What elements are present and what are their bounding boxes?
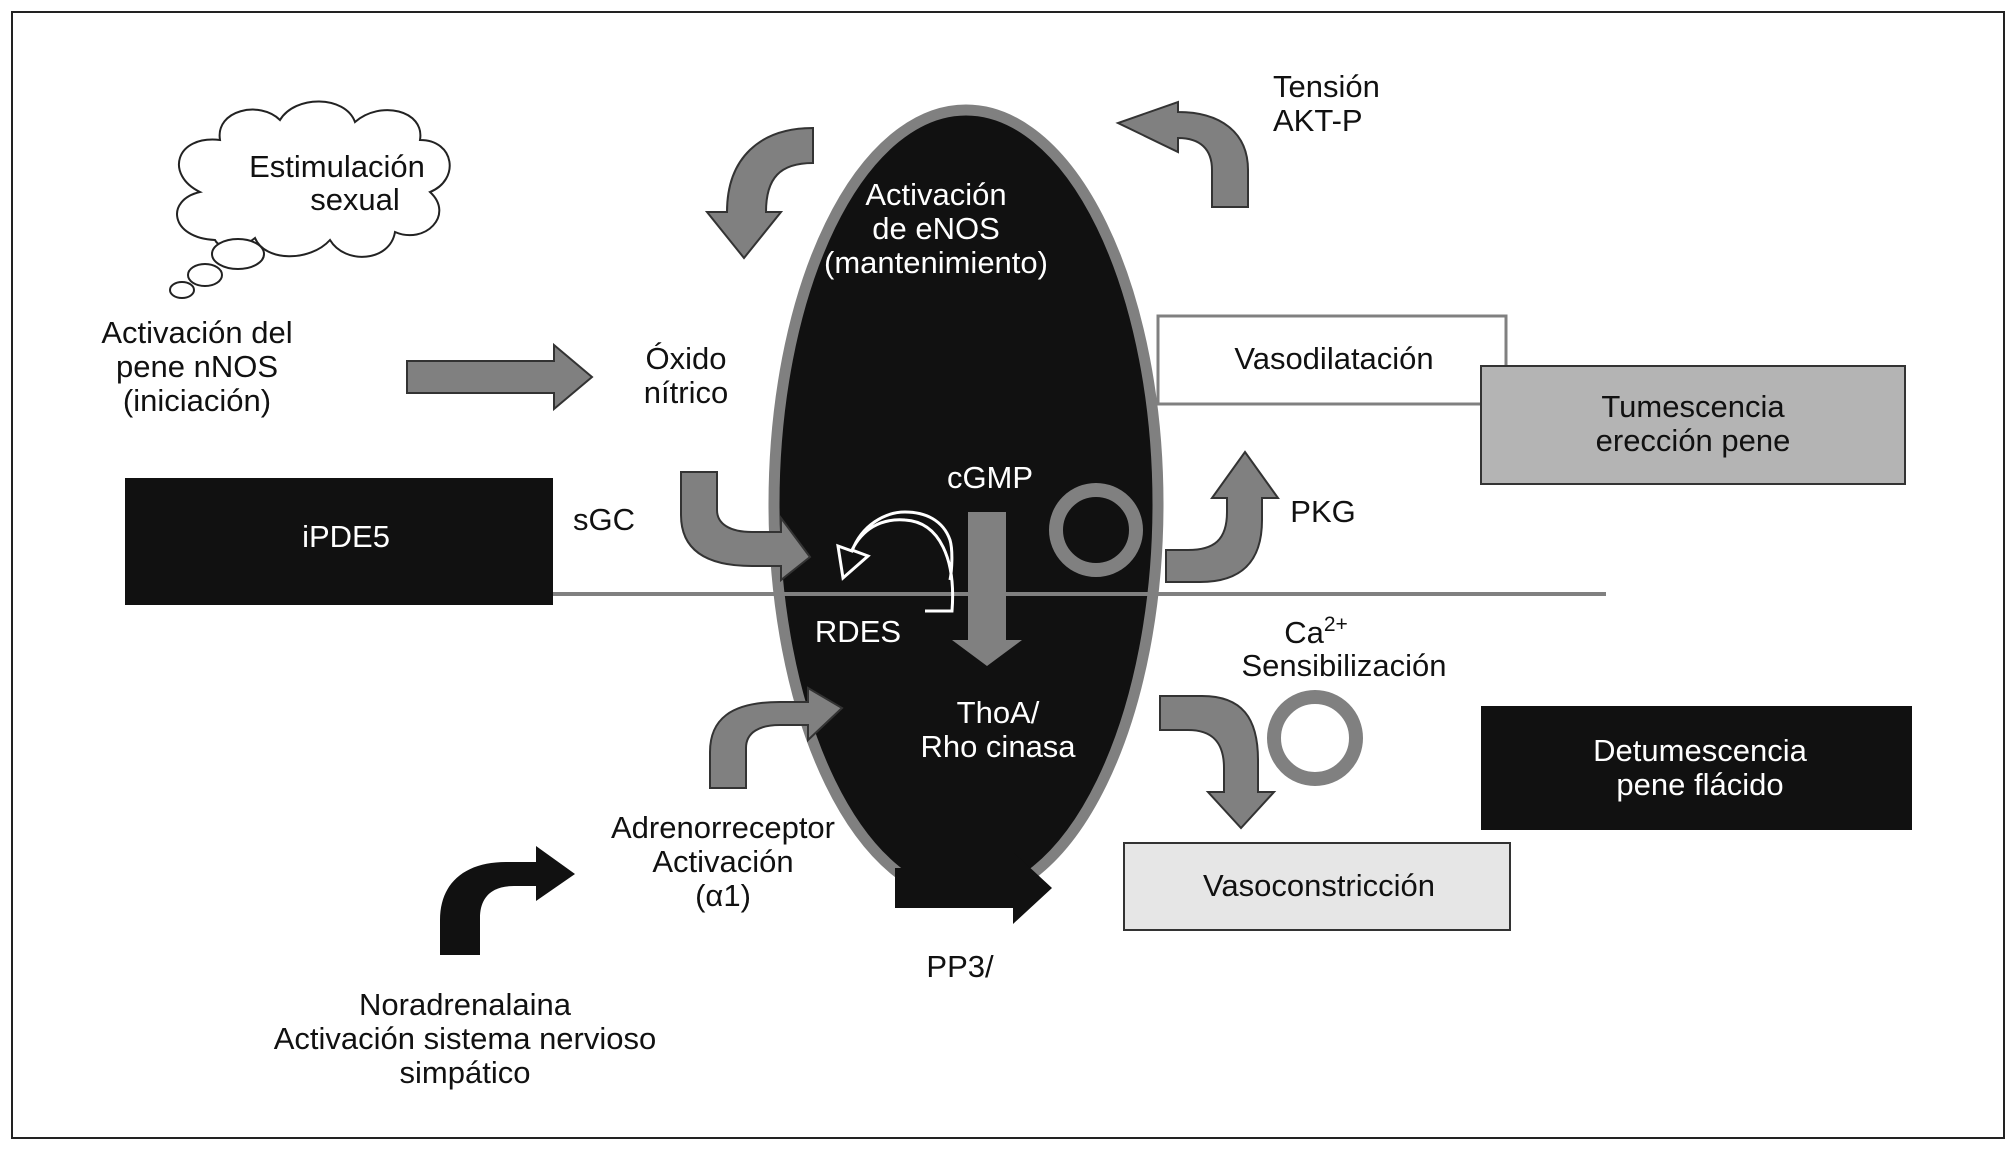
arrow-right-pp3: [895, 852, 1052, 924]
label-activacion-pene-1: Activación del: [101, 315, 292, 350]
ipde5-box: [125, 478, 553, 605]
label-adreno-1: Adrenorreceptor: [611, 810, 835, 845]
thought-cloud: [169, 100, 451, 299]
label-activacion-pene-2: pene nNOS: [116, 349, 278, 384]
arrow-curved-pkg: [1165, 450, 1280, 583]
label-rdes: RDES: [815, 614, 901, 649]
label-tumescencia-1: Tumescencia: [1601, 389, 1785, 424]
label-pp3: PP3/: [926, 949, 994, 984]
label-thoa-1: ThoA/: [957, 695, 1040, 730]
label-nora-3: simpático: [400, 1055, 531, 1090]
arrow-curved-adreno: [709, 686, 844, 789]
label-vasoconstriccion: Vasoconstricción: [1203, 868, 1435, 903]
label-ca: Ca2+: [1284, 613, 1348, 650]
ring-pkg: [1049, 483, 1143, 577]
detumescencia-box: [1481, 706, 1912, 830]
label-nora-2: Activación sistema nervioso: [274, 1021, 657, 1056]
ring-ca: [1267, 690, 1363, 786]
label-estimulacion-1: Estimulación: [249, 149, 425, 184]
vasoconstriccion-box: [1123, 842, 1511, 931]
label-adreno-3: (α1): [695, 878, 751, 913]
label-enos-2: de eNOS: [872, 211, 1000, 246]
arrow-curved-rdes: [836, 510, 955, 613]
label-tumescencia-2: erección pene: [1596, 423, 1791, 458]
tumescencia-box: [1480, 365, 1906, 485]
arrow-curved-top-right: [1115, 100, 1249, 208]
arrow-right-nos: [406, 342, 594, 412]
label-sgc: sGC: [573, 502, 635, 537]
label-ca-superscript: 2+: [1324, 613, 1348, 636]
label-tension-2: AKT-P: [1273, 103, 1363, 138]
label-oxido-2: nítrico: [644, 375, 728, 410]
label-detumescencia-1: Detumescencia: [1593, 733, 1807, 768]
label-tension-1: Tensión: [1273, 69, 1380, 104]
label-activacion-pene-3: (iniciación): [123, 383, 271, 418]
label-enos-1: Activación: [865, 177, 1006, 212]
arrow-curved-noradrenalina: [440, 846, 575, 955]
label-nora-1: Noradrenalaina: [359, 987, 572, 1022]
outer-frame: [11, 11, 2005, 1139]
arrow-curved-top-left: [704, 126, 814, 260]
label-oxido-1: Óxido: [646, 341, 727, 376]
label-pkg: PKG: [1290, 494, 1355, 529]
label-vasodilatacion: Vasodilatación: [1234, 341, 1433, 376]
arrow-curved-down-right: [1159, 695, 1277, 830]
arrow-curved-sgc: [680, 471, 812, 583]
label-detumescencia-2: pene flácido: [1616, 767, 1783, 802]
label-cgmp: cGMP: [947, 460, 1033, 495]
label-thoa-2: Rho cinasa: [920, 729, 1076, 764]
label-ipde5: iPDE5: [302, 519, 390, 554]
vasodilatacion-box: [1156, 314, 1508, 406]
label-adreno-2: Activación: [652, 844, 793, 879]
label-sensibilizacion: Sensibilización: [1241, 648, 1446, 683]
arrow-down-cgmp: [952, 512, 1022, 666]
label-enos-3: (mantenimiento): [824, 245, 1048, 280]
label-estimulacion-2: sexual: [310, 182, 400, 217]
